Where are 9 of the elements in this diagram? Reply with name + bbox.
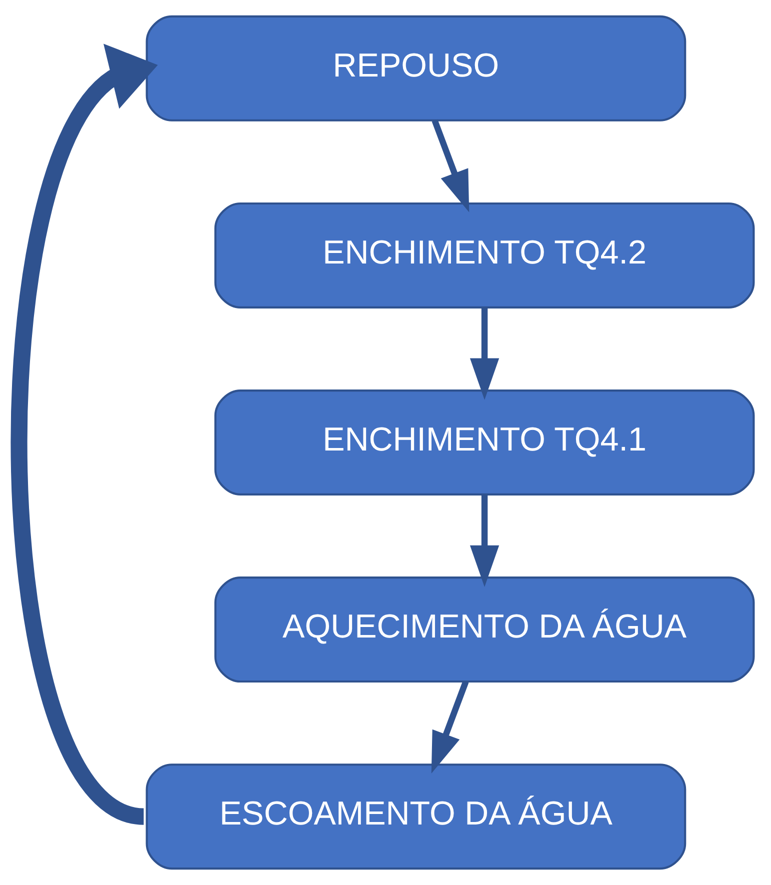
arrow — [469, 308, 499, 400]
node-box: REPOUSO — [145, 15, 686, 122]
node-box: ENCHIMENTO TQ4.1 — [214, 390, 754, 496]
arrow — [469, 494, 499, 587]
arrow — [431, 119, 469, 212]
node-box: AQUECIMENTO DA ÁGUA — [214, 576, 754, 683]
arrow — [430, 680, 468, 774]
node-box: ENCHIMENTO TQ4.2 — [214, 202, 754, 308]
node-box: ESCOAMENTO DA ÁGUA — [145, 764, 686, 870]
